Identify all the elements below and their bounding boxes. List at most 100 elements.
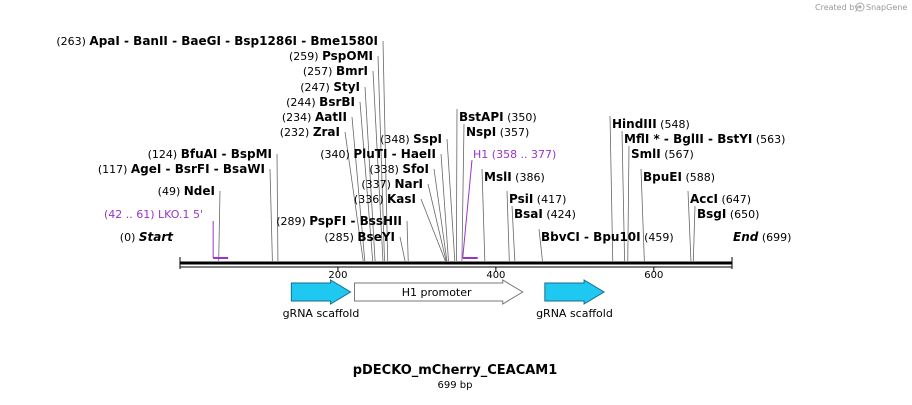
site-name: ZraI [313,125,340,139]
site-name: BseYI [357,230,395,244]
site-label-bstapi: BstAPI (350) [459,110,537,124]
site-name: KasI [387,192,416,206]
site-connector-zrai [344,131,364,262]
primer-name: LKO.1 5' [158,208,203,221]
feature-arrow-grna-scaffold [544,279,606,305]
site-position: (567) [661,148,694,161]
site-lines [212,40,696,262]
site-label-ndei: (49) NdeI [158,184,215,198]
site-position: (338) [369,163,402,176]
primer-label-h1: H1 (358 .. 377) [473,148,556,161]
map-length: 699 bp [438,380,473,391]
site-name: StyI [333,80,360,94]
site-position: (459) [641,231,674,244]
site-connector-bsrbi [359,101,374,262]
site-position: (232) [280,126,313,139]
end-label: End (699) [733,230,791,244]
site-name: AccI [690,192,718,206]
site-name: HindIII [612,117,657,131]
site-connector-hindiii [609,115,614,262]
site-connector-pspomi [377,55,385,262]
site-position: (124) [148,148,181,161]
site-name: SfoI [402,162,429,176]
site-label-bmri: (257) BmrI [303,64,368,78]
site-connector-bsgi [692,205,696,262]
start-position: (0) [120,231,139,244]
site-label-nspi: NspI (357) [466,125,529,139]
site-label-msli: MslI (386) [484,170,545,184]
feature-label-inside: H1 promoter [402,286,472,299]
site-connector-bpuei [640,168,645,262]
site-name: MslI [484,170,512,184]
site-connector-pspfi-bsshii [406,220,409,262]
site-label-sfoi: (338) SfoI [369,162,429,176]
site-position: (650) [726,208,759,221]
site-connector-bstapi [455,108,458,262]
site-name: PsiI [509,192,533,206]
site-name: ApaI - BanII - BaeGI - Bsp1286I - Bme158… [89,34,378,48]
end-position: (699) [758,231,791,244]
site-name: BfuAI - BspMI [181,147,272,161]
site-name: PluTI - HaeII [353,147,436,161]
site-position: (348) [380,133,413,146]
site-connector-bbvci-bpu10i [538,228,543,262]
tick-label: 400 [486,270,505,281]
site-label-apai-banii-baegi-bsp1286i-bme1580i: (263) ApaI - BanII - BaeGI - Bsp1286I - … [56,34,378,48]
site-connector-nspi [461,123,465,262]
site-position: (285) [324,231,357,244]
feature-label: gRNA scaffold [283,307,360,320]
site-position: (263) [56,35,89,48]
site-position: (548) [657,118,690,131]
site-connector-acci [687,190,692,262]
site-connector-kasi [420,198,446,262]
site-name: AgeI - BsrFI - BsaWI [131,162,265,176]
site-name: SspI [413,132,442,146]
feature-track: gRNA scaffold H1 promoter gRNA scaffold [283,279,613,320]
site-label-bseyi: (285) BseYI [324,230,395,244]
site-label-nari: (337) NarI [361,177,423,191]
site-position: (350) [504,111,537,124]
site-label-zrai: (232) ZraI [280,125,340,139]
site-position: (424) [543,208,576,221]
primer-connector-h1 [462,159,473,259]
site-connector-sfoi [433,168,448,262]
site-label-styi: (247) StyI [300,80,360,94]
site-name: BbvCI - Bpu10I [541,230,641,244]
site-position: (386) [512,171,545,184]
site-label-acci: AccI (647) [690,192,751,206]
snapgene-logo-icon [855,2,865,12]
site-connector-smli [627,145,630,262]
site-position: (257) [303,65,336,78]
site-name: BpuEI [643,170,682,184]
site-label-smli: SmlI (567) [631,147,694,161]
feature-label: gRNA scaffold [536,307,613,320]
primer-label-lko-1-5: (42 .. 61) LKO.1 5' [104,208,203,221]
site-name: NspI [466,125,496,139]
tick-label: 600 [644,270,663,281]
site-connector-bfuai-bspmi [276,153,279,262]
site-position: (588) [682,171,715,184]
site-label-kasi: (336) KasI [354,192,416,206]
site-position: (647) [718,193,751,206]
site-name: NdeI [184,184,215,198]
site-label-pluti-haeii: (340) PluTI - HaeII [320,147,436,161]
primer-name: H1 [473,148,488,161]
site-position: (234) [282,111,315,124]
feature-arrow-h1-promoter [354,279,524,305]
feature-arrow-grna-scaffold [290,279,352,305]
site-connector-apai-banii-baegi-bsp1286i-bme1580i [382,40,389,262]
site-name: PspOMI [322,49,373,63]
site-connector-bsai [511,205,516,262]
site-name: BstAPI [459,110,504,124]
site-name: PspFI - BssHII [309,214,402,228]
site-connector-aatii [351,116,366,262]
site-name: BsaI [514,207,543,221]
site-position: (417) [533,193,566,206]
site-position: (244) [286,96,319,109]
map-title: pDECKO_mCherry_CEACAM1 [353,363,558,378]
site-position: (357) [496,126,529,139]
site-label-aatii: (234) AatII [282,110,347,124]
